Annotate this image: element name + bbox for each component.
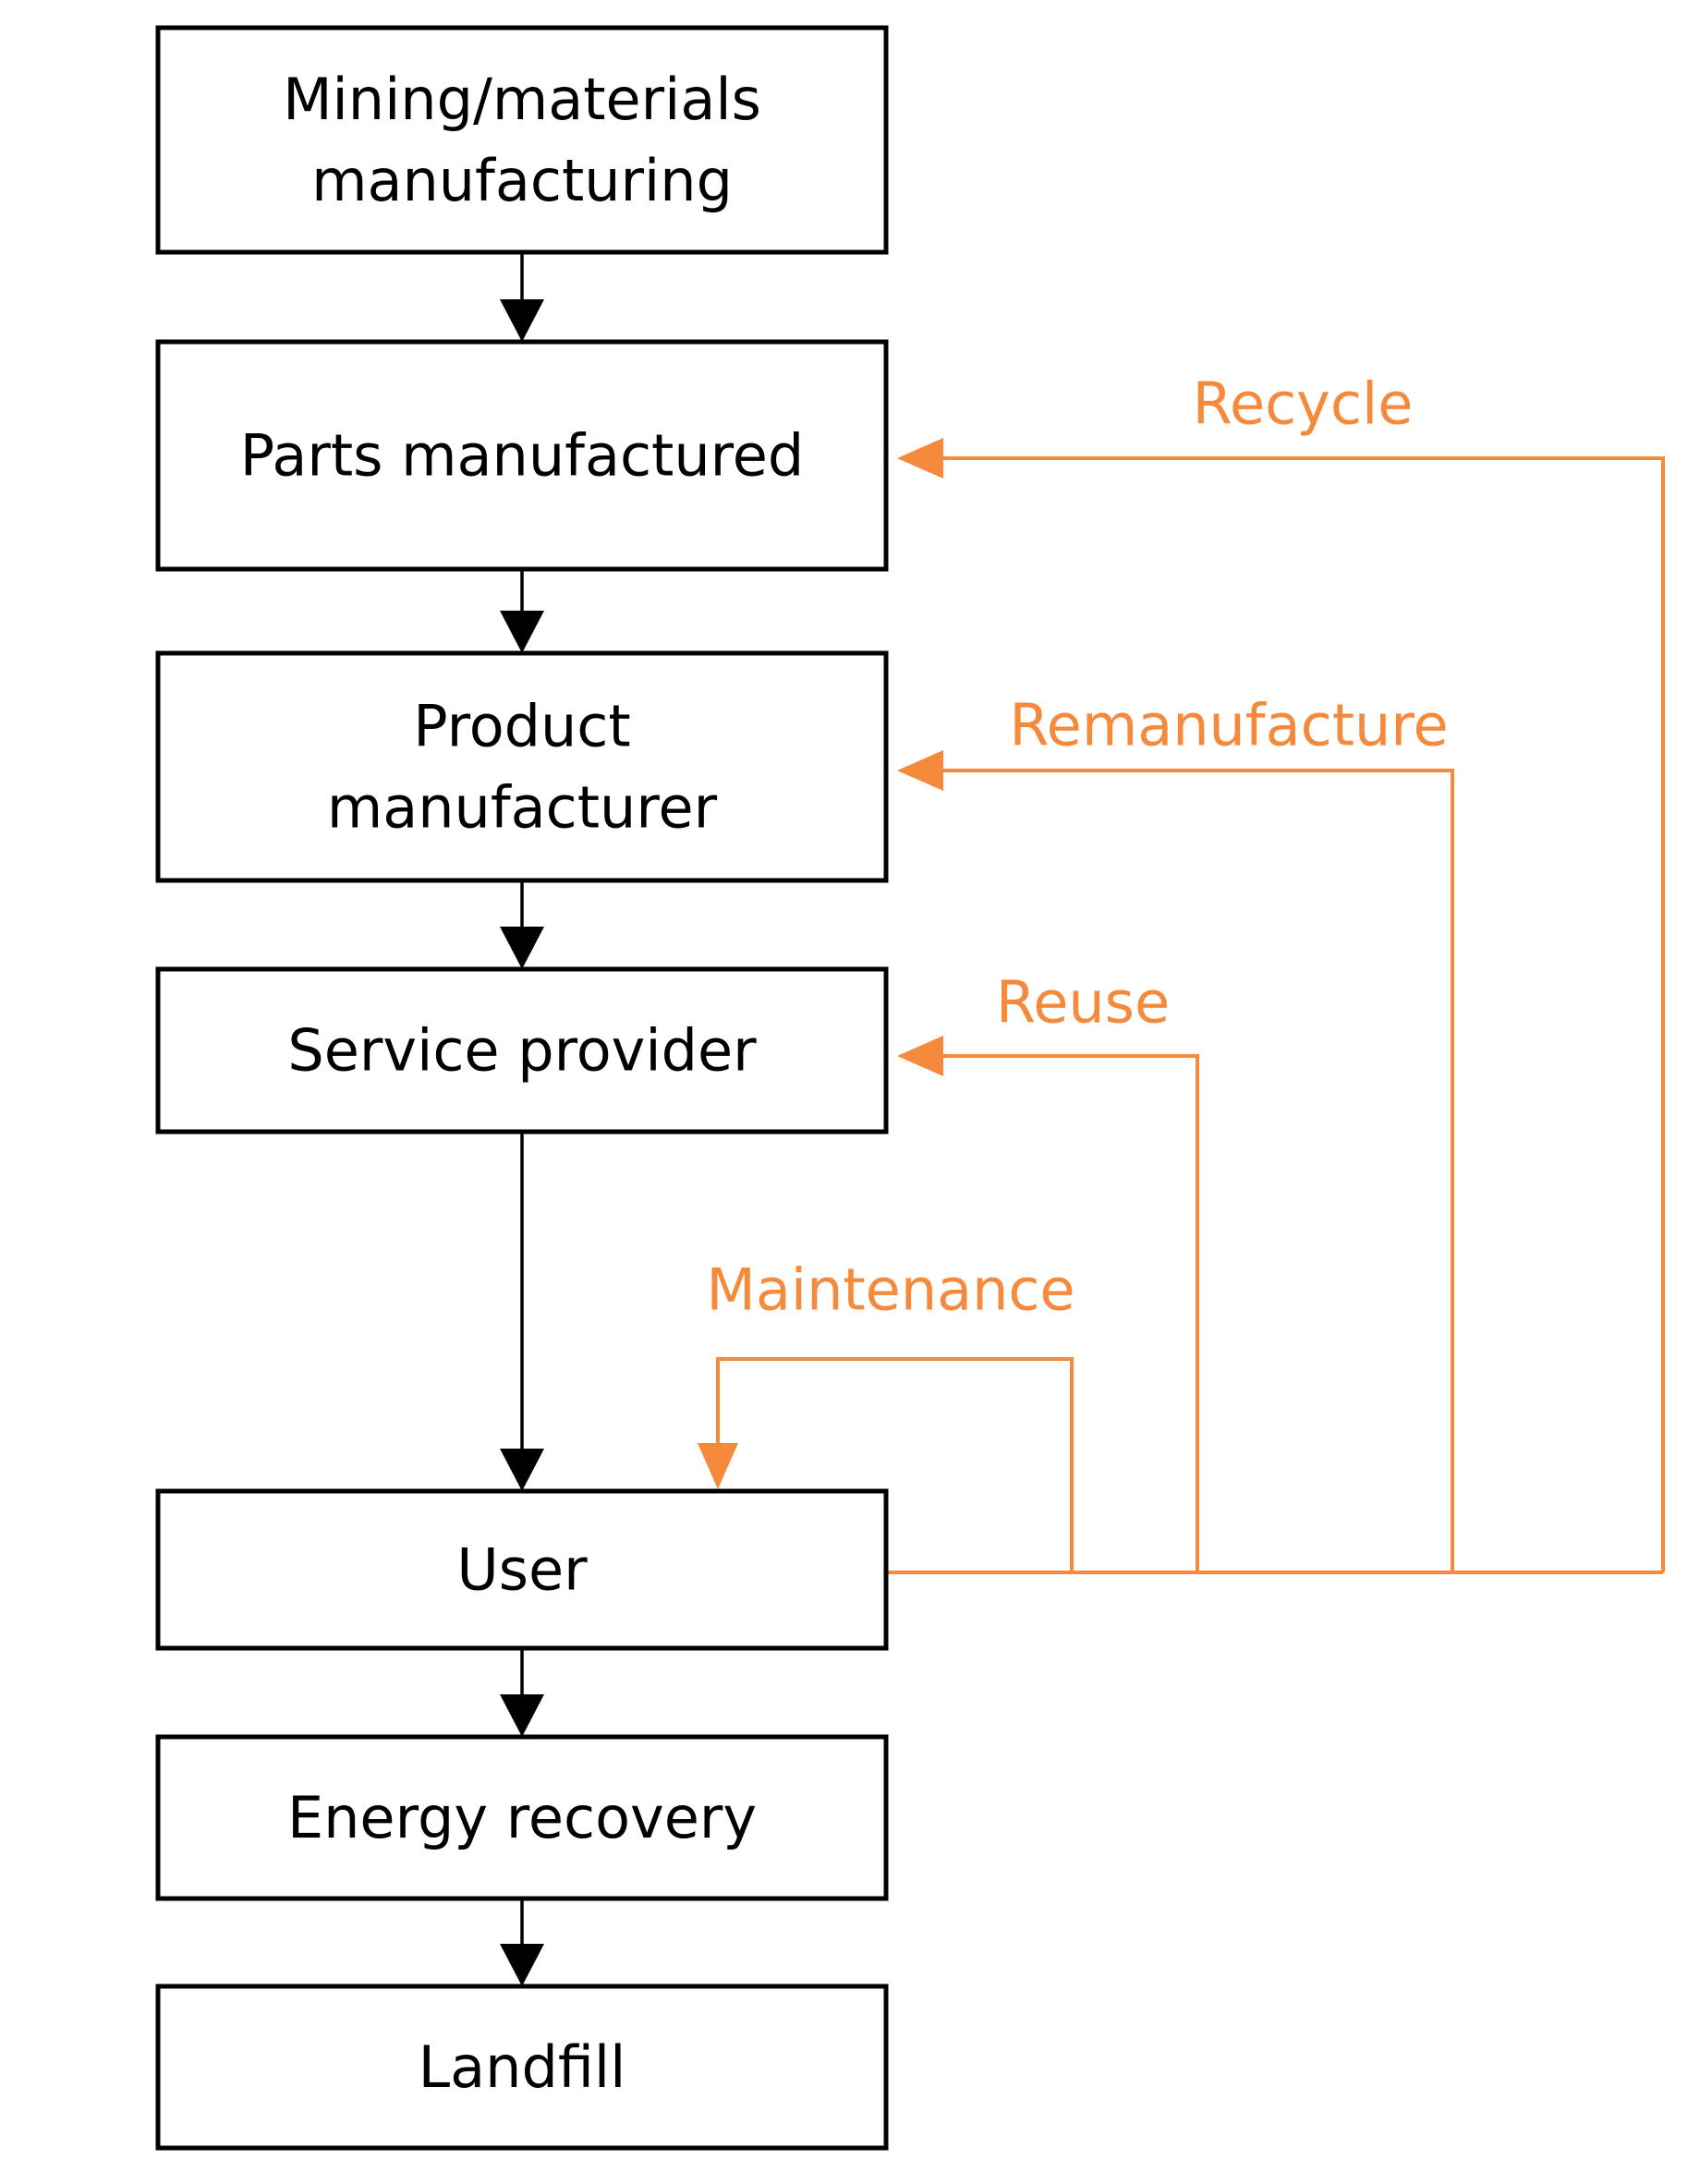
node-box — [155, 25, 889, 255]
node-box — [155, 339, 889, 572]
loop-path — [938, 456, 1665, 1572]
node-label: Landfill — [419, 2033, 626, 2101]
node-label: Service provider — [287, 1017, 757, 1085]
loop-label: Remanufacture — [1009, 692, 1448, 759]
loop-recycle: Recycle — [897, 370, 1665, 1572]
node-product: Product manufacturer — [155, 650, 889, 883]
node-box — [155, 1984, 889, 2151]
node-energy: Energy recovery — [155, 1734, 889, 1901]
flow-arrowhead-parts-product — [500, 611, 544, 653]
loop-arrowhead — [698, 1443, 738, 1489]
loop-label: Recycle — [1193, 370, 1414, 438]
node-box — [155, 966, 889, 1134]
loop-path — [938, 769, 1454, 1572]
node-label: User — [456, 1536, 588, 1604]
loop-maintenance: Maintenance — [698, 1256, 1075, 1572]
loop-remanufacture: Remanufacture — [897, 692, 1454, 1572]
loop-reuse: Reuse — [897, 969, 1199, 1572]
flow-arrowhead-service-user — [500, 1449, 544, 1491]
node-user: User — [155, 1488, 889, 1651]
node-parts: Parts manufactured — [155, 339, 889, 572]
node-box — [155, 1488, 889, 1651]
node-label: Product — [413, 693, 630, 760]
node-label: Energy recovery — [287, 1784, 757, 1851]
loop-path — [938, 1054, 1199, 1572]
loop-arrowhead — [897, 750, 943, 791]
node-label: Parts manufactured — [240, 422, 805, 490]
node-service: Service provider — [155, 966, 889, 1134]
node-box — [155, 1734, 889, 1901]
loop-path — [716, 1357, 1074, 1572]
node-landfill: Landfill — [155, 1984, 889, 2151]
flow-arrowhead-energy-landfill — [500, 1944, 544, 1986]
node-label: manufacturing — [311, 147, 733, 214]
node-label: manufacturer — [327, 774, 718, 842]
flow-arrowhead-mining-parts — [500, 299, 544, 342]
flow-arrowhead-user-energy — [500, 1694, 544, 1737]
loop-arrowhead — [897, 438, 943, 479]
loop-arrowhead — [897, 1036, 943, 1076]
node-box — [155, 650, 889, 883]
main-flow-arrows — [500, 252, 544, 1986]
node-mining: Mining/materials manufacturing — [155, 25, 889, 255]
loop-label: Maintenance — [706, 1256, 1075, 1324]
flow-arrowhead-product-service — [500, 927, 544, 969]
node-label: Mining/materials — [283, 66, 761, 133]
loop-label: Reuse — [996, 969, 1170, 1037]
